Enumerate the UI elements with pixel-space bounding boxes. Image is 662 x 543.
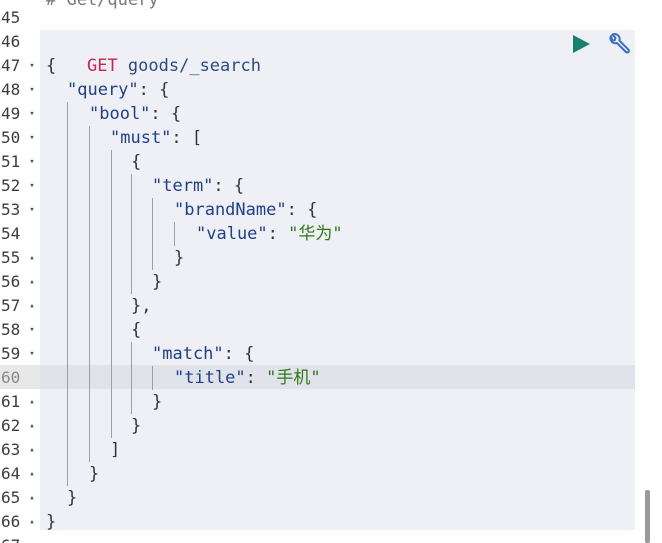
fold-end-icon[interactable]: ▴ (29, 493, 35, 503)
fold-end-icon[interactable]: ▴ (29, 253, 35, 263)
code-line[interactable]: } (152, 392, 163, 412)
code-line[interactable]: "value": "华为" (196, 224, 343, 244)
code-line[interactable]: } (46, 512, 57, 532)
line-number: 65 (1, 488, 21, 507)
line-number: 58 (1, 320, 21, 339)
fold-collapse-icon[interactable]: ▾ (29, 133, 35, 143)
line-number-gutter (0, 0, 40, 543)
request-settings-button[interactable] (606, 32, 632, 58)
active-line-highlight (40, 365, 635, 389)
fold-collapse-icon[interactable]: ▾ (29, 325, 35, 335)
fold-collapse-icon[interactable]: ▾ (29, 205, 35, 215)
indent-guide (174, 222, 175, 246)
indent-guide (67, 102, 68, 486)
code-line[interactable]: "bool": { (89, 104, 182, 124)
wrench-icon (609, 33, 630, 54)
line-number: 67 (0, 534, 25, 543)
http-method: GET (86, 56, 118, 76)
line-number: 50 (1, 128, 21, 147)
line-number: 57 (1, 296, 21, 315)
code-line[interactable]: ] (110, 440, 121, 460)
line-number: 45 (1, 8, 21, 27)
indent-guide (111, 150, 112, 438)
code-line[interactable]: { (46, 56, 57, 76)
code-line[interactable]: { (131, 152, 142, 172)
request-line[interactable]: GET goods/_search (46, 30, 261, 76)
indent-guide (89, 126, 90, 462)
indent-guide (131, 174, 132, 294)
code-line[interactable]: "brandName": { (174, 200, 318, 220)
code-line[interactable]: "must": [ (110, 128, 203, 148)
line-number: 62 (1, 416, 21, 435)
line-number: 56 (1, 272, 21, 291)
code-line[interactable]: "query": { (67, 80, 170, 100)
request-path: goods/_search (127, 56, 261, 76)
indent-guide (152, 366, 153, 390)
fold-collapse-icon[interactable]: ▾ (29, 181, 35, 191)
fold-end-icon[interactable]: ▴ (29, 469, 35, 479)
line-number: 47 (1, 56, 21, 75)
line-number: 46 (1, 32, 21, 51)
code-line[interactable]: } (131, 416, 142, 436)
fold-collapse-icon[interactable]: ▾ (29, 61, 35, 71)
code-line[interactable]: } (89, 464, 100, 484)
code-line[interactable]: { (131, 320, 142, 340)
line-number: 66 (1, 512, 21, 531)
fold-end-icon[interactable]: ▴ (29, 445, 35, 455)
line-number: 52 (1, 176, 21, 195)
fold-end-icon[interactable]: ▴ (29, 397, 35, 407)
indent-guide (131, 342, 132, 414)
code-line-active[interactable]: "title": "手机" (174, 368, 321, 388)
code-line[interactable]: } (67, 488, 78, 508)
vertical-scrollbar-thumb[interactable] (645, 490, 650, 543)
code-line[interactable]: } (174, 248, 185, 268)
indent-guide (152, 198, 153, 270)
code-line[interactable]: "term": { (152, 176, 245, 196)
vertical-scrollbar-track[interactable] (640, 0, 662, 543)
code-line[interactable]: }, (131, 296, 152, 316)
line-number: 49 (1, 104, 21, 123)
request-block-highlight (40, 30, 635, 530)
line-number: 59 (1, 344, 21, 363)
fold-end-icon[interactable]: ▴ (29, 517, 35, 527)
line-number: 53 (1, 200, 21, 219)
line-number-active: 60 (1, 368, 21, 387)
line-number: 63 (1, 440, 21, 459)
fold-collapse-icon[interactable]: ▾ (29, 109, 35, 119)
partial-comment-line: # Get/query (46, 0, 159, 10)
line-number: 54 (1, 224, 21, 243)
fold-collapse-icon[interactable]: ▾ (29, 157, 35, 167)
play-icon (573, 35, 590, 53)
fold-end-icon[interactable]: ▴ (29, 301, 35, 311)
line-number: 64 (1, 464, 21, 483)
line-number: 55 (1, 248, 21, 267)
fold-collapse-icon[interactable]: ▾ (29, 349, 35, 359)
fold-end-icon[interactable]: ▴ (29, 421, 35, 431)
code-line[interactable]: } (152, 272, 163, 292)
line-number: 48 (1, 80, 21, 99)
gutter-active-line-highlight (0, 365, 40, 389)
line-number: 61 (1, 392, 21, 411)
fold-collapse-icon[interactable]: ▾ (29, 85, 35, 95)
code-line[interactable]: "match": { (152, 344, 255, 364)
line-number: 51 (1, 152, 21, 171)
fold-end-icon[interactable]: ▴ (29, 277, 35, 287)
run-request-button[interactable] (569, 32, 593, 56)
